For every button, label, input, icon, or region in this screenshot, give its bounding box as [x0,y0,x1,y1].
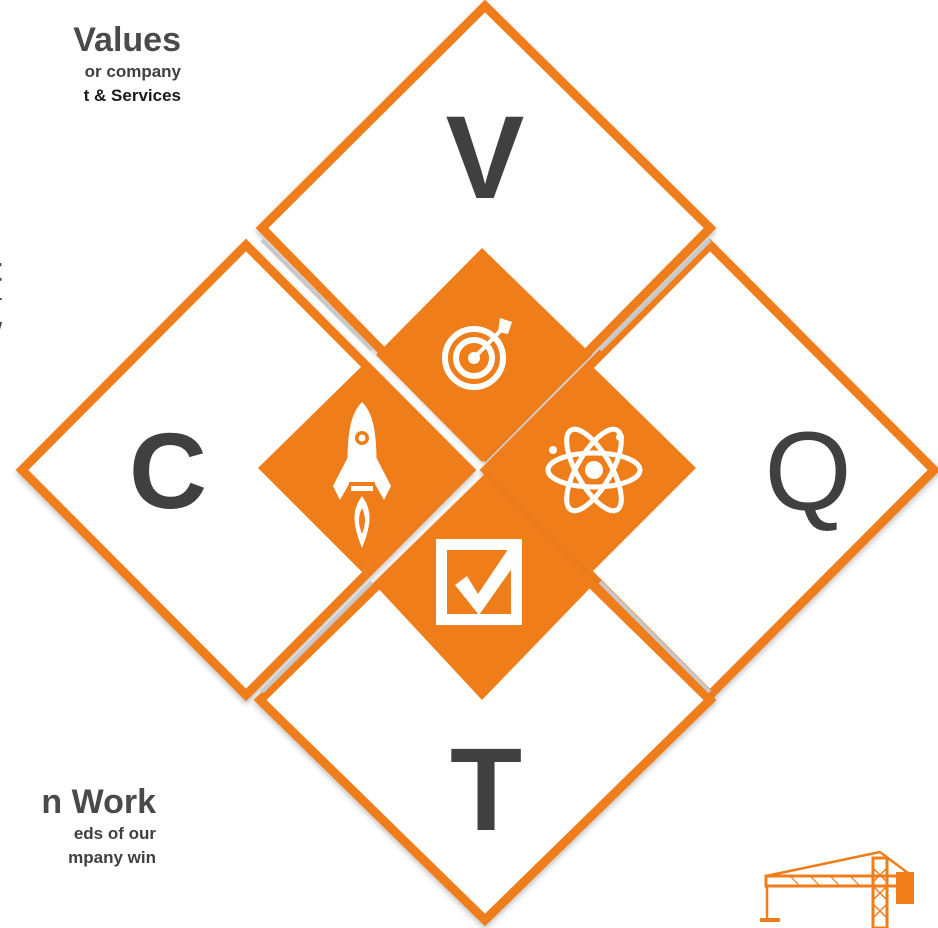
diamond-left [15,238,477,702]
rocket-icon [333,402,391,548]
team-heading: n Work [41,783,156,821]
center-tile-top [376,248,592,462]
team-line-1: eds of our [73,824,156,843]
cost-heading: t [0,250,2,290]
letter-top: V [446,92,525,224]
diamond-bottom [253,473,717,927]
values-line-2: t & Services [83,86,181,105]
cost-text-block: t r w [0,250,2,338]
letter-left: C [129,410,207,531]
values-text-block: Values or company t & Services [73,20,181,108]
atom-icon [545,426,643,514]
cost-line-2: w [0,314,2,338]
diamond-dividers [260,238,712,694]
crane-icon [760,850,914,928]
letter-bottom: T [450,724,522,856]
team-text-block: n Work eds of our mpany win [41,782,156,870]
team-line-2: mpany win [68,848,156,867]
cost-line-1: r [0,290,2,314]
letter-right: Q [764,409,851,534]
values-line-1: or company [84,62,181,81]
checkbox-icon [436,539,522,625]
values-heading: Values [73,21,181,59]
target-icon [442,318,512,390]
